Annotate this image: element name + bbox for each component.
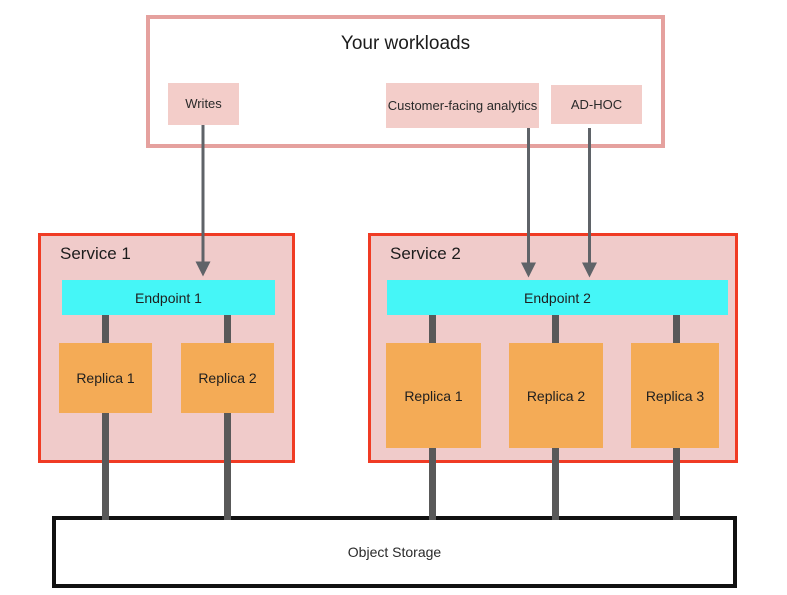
service-2-replica-3: Replica 3 [631, 343, 719, 448]
object-storage-label: Object Storage [347, 544, 442, 560]
workload-adhoc-label: AD-HOC [570, 96, 623, 112]
service-2-replica-3-label: Replica 3 [645, 387, 705, 404]
service-2-endpoint-label: Endpoint 2 [524, 289, 591, 306]
workload-analytics-box: Customer-facing analytics [386, 83, 539, 128]
service-2-replica-2: Replica 2 [509, 343, 603, 448]
object-storage-box: Object Storage [52, 516, 737, 588]
service-2-endpoint: Endpoint 2 [387, 280, 728, 315]
service-2-replica-1-label: Replica 1 [404, 387, 463, 404]
workload-writes-box: Writes [168, 83, 239, 125]
service-2-replica-2-label: Replica 2 [526, 387, 586, 404]
workload-adhoc-box: AD-HOC [551, 85, 642, 124]
service-1-label: Service 1 [60, 244, 131, 263]
service-1-replica-1-label: Replica 1 [76, 370, 135, 386]
service-1-endpoint: Endpoint 1 [62, 280, 275, 315]
your-workloads-title: Your workloads [340, 33, 471, 54]
service-1-replica-2: Replica 2 [181, 343, 274, 413]
workload-writes-label: Writes [185, 96, 222, 112]
service-1-endpoint-label: Endpoint 1 [135, 289, 202, 306]
service-2-label: Service 2 [390, 244, 461, 263]
workload-analytics-label: Customer-facing analytics [387, 97, 538, 113]
service-2-replica-1: Replica 1 [386, 343, 481, 448]
service-1-replica-2-label: Replica 2 [198, 370, 257, 386]
service-1-replica-1: Replica 1 [59, 343, 152, 413]
